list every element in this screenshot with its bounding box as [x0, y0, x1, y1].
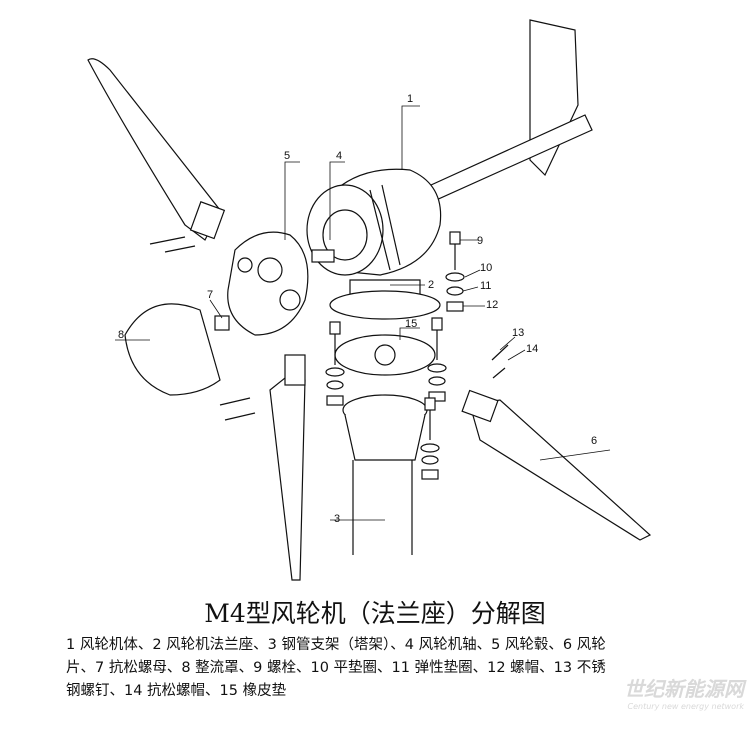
watermark-cn: 世纪新能源网	[624, 677, 744, 701]
wind-turbine-drawing: 1 2 3 4 5 6 7 8 9 10 11 12 13 14 15	[87, 19, 652, 581]
callout-14: 14	[526, 343, 538, 355]
callout-13: 13	[512, 327, 524, 339]
callout-labels: 1 2 3 4 5 6 7 8 9 10 11 12 13 14 15	[118, 93, 597, 525]
rubber-gasket	[334, 334, 436, 376]
blade-right	[461, 389, 652, 541]
callout-2: 2	[428, 279, 434, 291]
callout-7: 7	[207, 289, 213, 301]
blade-top-left	[87, 58, 226, 241]
steel-tower	[352, 460, 413, 555]
blade-bottom	[269, 354, 306, 581]
lock-nut	[214, 315, 230, 331]
bolts	[149, 231, 509, 480]
callout-1: 1	[407, 93, 413, 105]
tower-adapter	[344, 414, 426, 461]
callout-3: 3	[334, 513, 340, 525]
leader-lines	[115, 105, 611, 521]
callout-8: 8	[118, 329, 124, 341]
callout-6: 6	[591, 435, 597, 447]
callout-11: 11	[480, 280, 491, 292]
hub	[227, 231, 309, 336]
callout-5: 5	[284, 150, 290, 162]
watermark: 世纪新能源网 Century new energy network	[619, 673, 744, 711]
diagram-title: M4型风轮机（法兰座）分解图	[204, 599, 546, 628]
callout-15: 15	[405, 318, 417, 330]
tail-vane	[419, 19, 593, 206]
turbine-body	[306, 168, 442, 320]
parts-legend: 1 风轮机体、2 风轮机法兰座、3 钢管支架（塔架）、4 风轮机轴、5 风轮毂、…	[66, 637, 606, 699]
callout-10: 10	[480, 262, 492, 274]
callout-4: 4	[336, 150, 342, 162]
nose-cone	[124, 303, 221, 396]
callout-9: 9	[477, 235, 483, 247]
callout-12: 12	[486, 299, 498, 311]
watermark-en: Century new energy network	[627, 702, 744, 711]
